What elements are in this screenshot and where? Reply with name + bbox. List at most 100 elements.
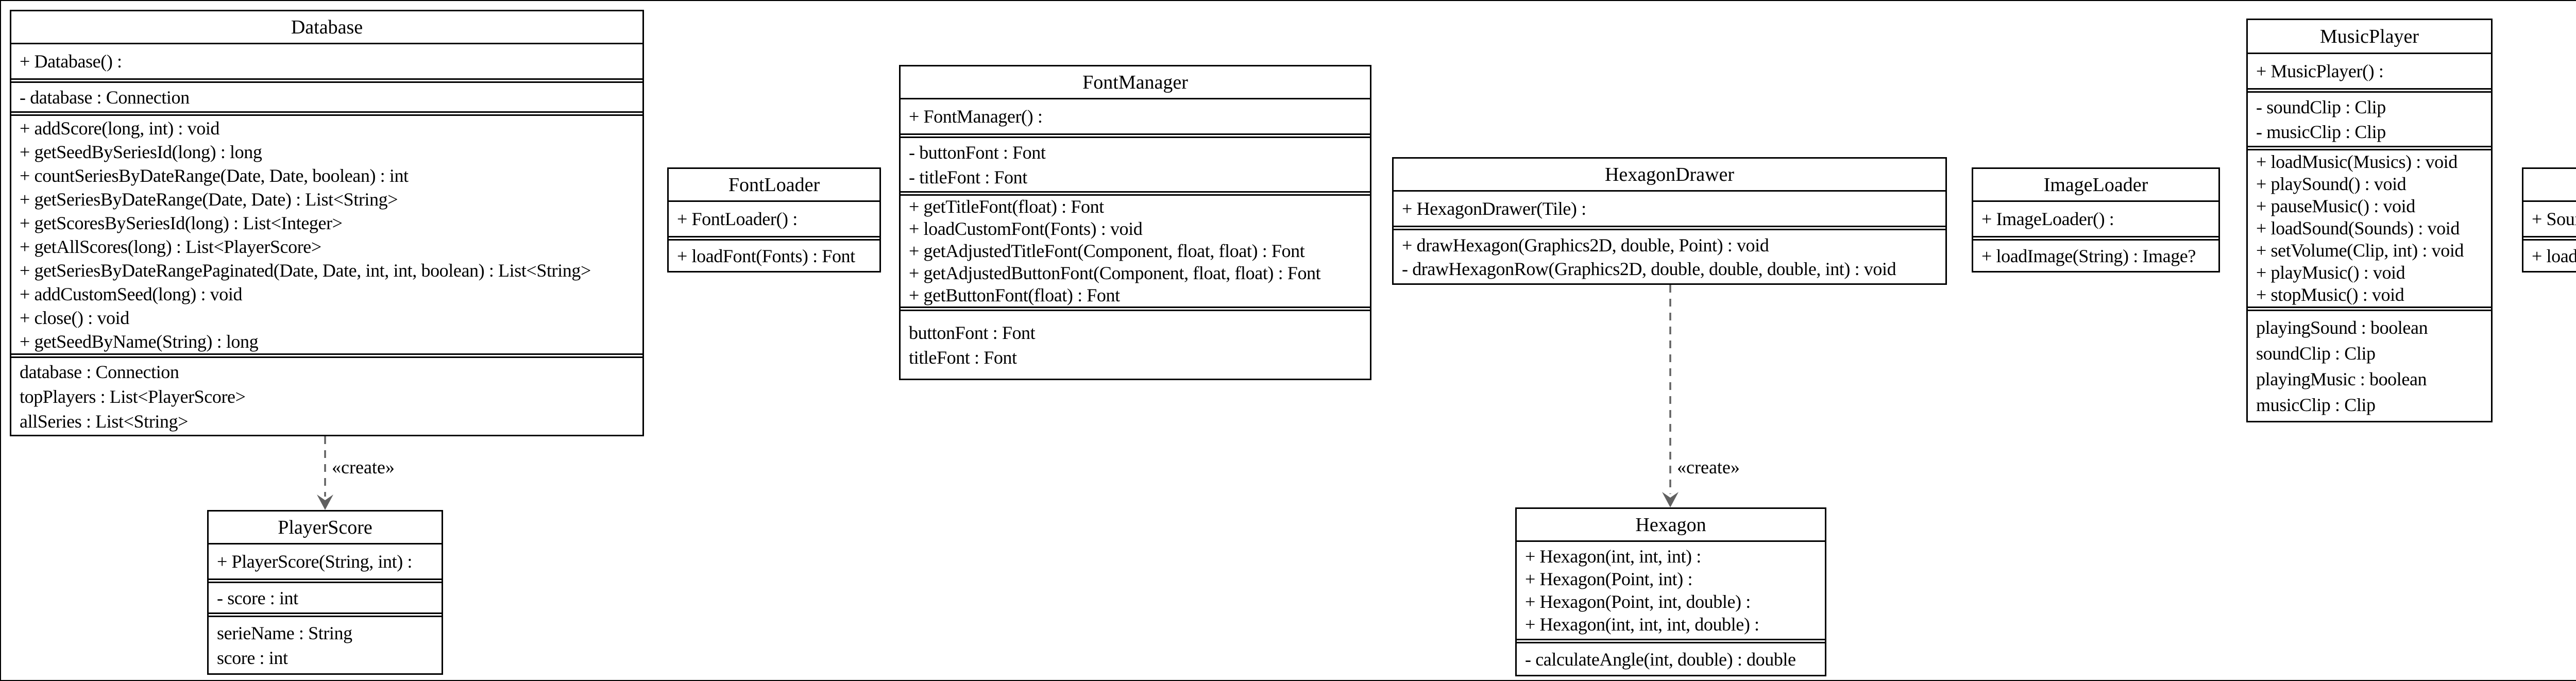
member-row: + getSeriesByDateRange(Date, Date) : Lis… [20, 189, 398, 210]
member-row: - buttonFont : Font [909, 142, 1046, 163]
member-row: buttonFont : Font [909, 322, 1036, 343]
member-row: + Database() : [20, 51, 122, 72]
member-row: - soundClip : Clip [2256, 96, 2386, 117]
member-row: allSeries : List<String> [20, 411, 188, 432]
member-row: + loadImage(String) : Image? [1981, 245, 2196, 266]
member-row: + getAdjustedButtonFont(Component, float… [909, 263, 1321, 283]
class-box-musicplayer: MusicPlayer+ MusicPlayer() :- soundClip … [2246, 19, 2493, 422]
member-row: + getSeedBySeriesId(long) : long [20, 141, 262, 162]
class-title: SoundLoader [2523, 169, 2576, 202]
member-row: - musicClip : Clip [2256, 121, 2386, 142]
member-row: + loadFont(Fonts) : Font [677, 245, 855, 266]
member-row: + FontLoader() : [677, 209, 798, 229]
class-box-database: Database + Database() : - database : Conne… [10, 10, 644, 436]
member-row: score : int [217, 647, 288, 668]
member-row: - drawHexagonRow(Graphics2D, double, dou… [1402, 258, 1896, 279]
member-row: + playMusic() : void [2256, 262, 2405, 283]
class-compartment: + loadFont(Fonts) : Font [669, 236, 879, 271]
class-title: PlayerScore [209, 512, 442, 544]
member-row: + playSound() : void [2256, 174, 2406, 194]
member-row: + HexagonDrawer(Tile) : [1402, 198, 1586, 219]
member-row: + getAdjustedTitleFont(Component, float,… [909, 241, 1305, 261]
member-row: + MusicPlayer() : [2256, 61, 2384, 81]
member-row: + drawHexagon(Graphics2D, double, Point)… [1402, 234, 1769, 256]
class-compartment: + SoundLoader() : [2523, 202, 2576, 236]
class-compartment: + loadImage(String) : Image? [1973, 236, 2218, 271]
class-compartment: + getTitleFont(float) : Font+ loadCustom… [901, 191, 1370, 307]
member-row: titleFont : Font [909, 347, 1017, 368]
member-row: + getSeriesByDateRangePaginated(Date, Da… [20, 260, 591, 281]
member-row: + loadMusic(String) : Clip? [2532, 245, 2576, 266]
class-compartment: - database : Connection [11, 78, 642, 111]
member-row: + getButtonFont(float) : Font [909, 285, 1120, 305]
member-row: + loadSound(Sounds) : void [2256, 218, 2460, 239]
class-box-hexagondrawer: HexagonDrawer + HexagonDrawer(Tile) : + dr… [1392, 157, 1947, 285]
member-row: + pauseMusic() : void [2256, 196, 2415, 216]
relationship-label: «create» [1677, 457, 1740, 478]
class-compartment: + addScore(long, int) : void+ getSeedByS… [11, 111, 642, 353]
member-row: - database : Connection [20, 87, 190, 108]
member-row: + Hexagon(int, int, int) : [1525, 546, 1701, 567]
relationship-label: «create» [332, 457, 395, 478]
class-title: Database [11, 11, 642, 44]
member-row: + FontManager() : [909, 106, 1043, 127]
member-row: + SoundLoader() : [2532, 209, 2576, 229]
class-box-playerscore: PlayerScore + PlayerScore(String, int) : -… [207, 510, 443, 675]
class-compartment: - buttonFont : Font- titleFont : Font [901, 133, 1370, 191]
class-compartment: + loadMusic(String) : Clip? [2523, 236, 2576, 271]
class-compartment: buttonFont : Font titleFont : Font [901, 307, 1370, 379]
class-compartment: + Database() : [11, 44, 642, 78]
member-row: + stopMusic() : void [2256, 284, 2404, 305]
class-compartment: - soundClip : Clip - musicClip : Clip [2248, 88, 2491, 146]
member-row: + ImageLoader() : [1981, 209, 2114, 229]
member-row: musicClip : Clip [2256, 394, 2376, 415]
class-title: FontManager [901, 66, 1370, 99]
class-box-fontmanager: FontManager + FontManager() : - buttonFont… [899, 65, 1371, 380]
class-compartment: + drawHexagon(Graphics2D, double, Point)… [1394, 226, 1945, 283]
member-row: + close() : void [20, 307, 129, 328]
class-compartment: database : Connection topPlayers : List<P… [11, 353, 642, 435]
member-row: database : Connection [20, 361, 179, 382]
member-row: + Hexagon(Point, int) : [1525, 569, 1693, 589]
class-title: HexagonDrawer [1394, 159, 1945, 192]
class-compartment: serieName : String score : int [209, 612, 442, 673]
member-row: playingSound : boolean [2256, 317, 2428, 338]
member-row: + addCustomSeed(long) : void [20, 283, 243, 304]
member-row: playingMusic : boolean [2256, 368, 2427, 389]
member-row: + countSeriesByDateRange(Date, Date, boo… [20, 165, 409, 186]
class-compartment: + FontManager() : [901, 99, 1370, 133]
member-row: + loadMusic(Musics) : void [2256, 151, 2458, 172]
class-compartment: + Hexagon(int, int, int) :+ Hexagon(Poin… [1517, 542, 1825, 639]
class-compartment: + MusicPlayer() : [2248, 54, 2491, 88]
class-box-fontloader: FontLoader + FontLoader() : + loadFont(Fon… [667, 167, 881, 273]
class-compartment: - score : int [209, 578, 442, 612]
class-compartment: + loadMusic(Musics) : void+ playSound() … [2248, 146, 2491, 307]
member-row: + getTitleFont(float) : Font [909, 196, 1104, 217]
member-row: + addScore(long, int) : void [20, 117, 220, 139]
member-row: + setVolume(Clip, int) : void [2256, 240, 2464, 261]
member-row: + getScoresBySeriesId(long) : List<Integ… [20, 212, 343, 233]
member-row: serieName : String [217, 622, 352, 643]
member-row: - score : int [217, 587, 298, 608]
class-box-soundloader: SoundLoader + SoundLoader() : + loadMusic(… [2522, 167, 2576, 273]
member-row: + getSeedByName(String) : long [20, 331, 259, 352]
class-compartment: + FontLoader() : [669, 202, 879, 236]
member-row: + Hexagon(Point, int, double) : [1525, 591, 1751, 612]
member-row: + getAllScores(long) : List<PlayerScore> [20, 236, 321, 257]
class-compartment: + HexagonDrawer(Tile) : [1394, 192, 1945, 226]
member-row: + Hexagon(int, int, int, double) : [1525, 614, 1759, 635]
class-title: ImageLoader [1973, 169, 2218, 202]
class-compartment: + PlayerScore(String, int) : [209, 544, 442, 578]
member-row: + PlayerScore(String, int) : [217, 551, 413, 572]
dependency-arrowhead [317, 495, 333, 510]
class-box-imageloader: ImageLoader + ImageLoader() : + loadImage(… [1972, 167, 2220, 273]
member-row: topPlayers : List<PlayerScore> [20, 386, 246, 407]
member-row: + loadCustomFont(Fonts) : void [909, 218, 1143, 239]
member-row: - calculateAngle(int, double) : double [1525, 649, 1796, 670]
member-row: soundClip : Clip [2256, 343, 2376, 364]
class-title: FontLoader [669, 169, 879, 202]
class-compartment: playingSound : boolean soundClip : Clip pl… [2248, 307, 2491, 421]
class-title: Hexagon [1517, 509, 1825, 542]
class-compartment: - calculateAngle(int, double) : double [1517, 639, 1825, 675]
